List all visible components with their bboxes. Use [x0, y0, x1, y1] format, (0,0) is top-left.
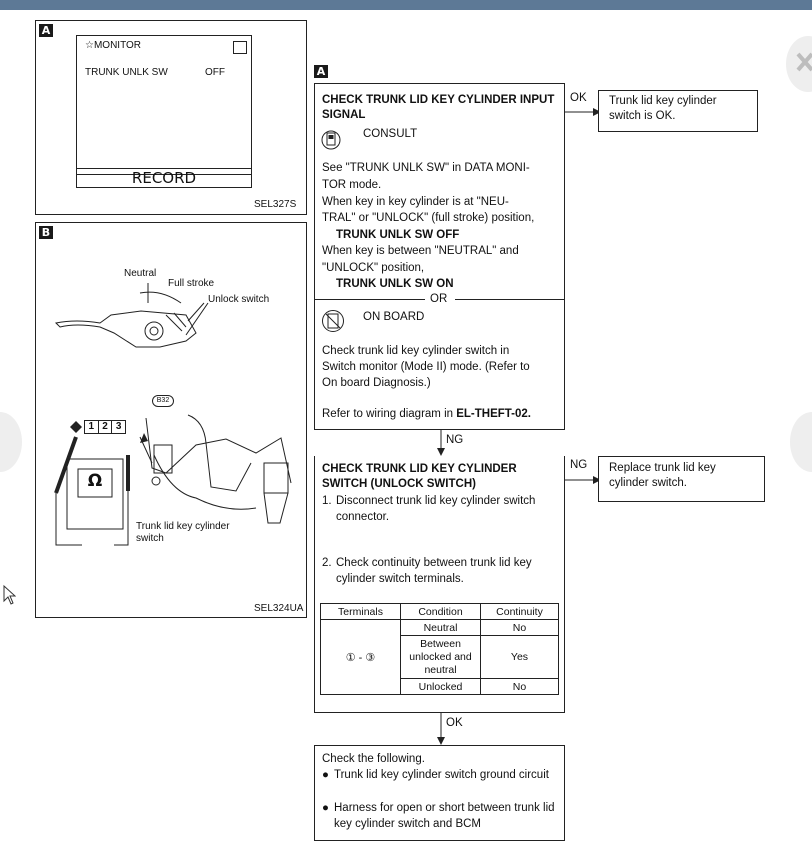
final-item-2: Harness for open or short between trunk … [334, 802, 555, 830]
step-a-tag: A [314, 65, 328, 78]
wiring-ref-line: Refer to wiring diagram in EL-THEFT-02. [322, 406, 531, 422]
or-divider-left [315, 299, 425, 300]
ohm-symbol: Ω [87, 471, 103, 491]
onboard-line-3: On board Diagnosis.) [322, 377, 431, 389]
step-a-line-6: "UNLOCK" position, [322, 262, 425, 274]
step-a-line-2: TOR mode. [322, 179, 382, 191]
step-a-title: CHECK TRUNK LID KEY CYLINDER INPUT SIGNA… [322, 94, 555, 121]
ok-result-box: Trunk lid key cylinder switch is OK. [598, 90, 758, 132]
condition-cell: Unlocked [400, 678, 481, 695]
nav-close-button[interactable] [786, 36, 812, 92]
ok-label: OK [570, 92, 587, 104]
continuity-cell: Yes [480, 635, 559, 679]
label-unlock-switch: Unlock switch [208, 294, 270, 305]
terminals-cell: ① - ③ [320, 619, 401, 695]
ng2-arrow [565, 476, 601, 484]
continuity-table: Terminals Condition Continuity ① - ③ Neu… [320, 603, 559, 695]
top-bar [0, 0, 812, 10]
panel-b-figure: B Neutral Full stroke Unlock switch [35, 222, 307, 618]
step-a-line-1: See "TRUNK UNLK SW" in DATA MONI- [322, 162, 530, 174]
table-row: Between unlocked and neutral Yes [321, 635, 559, 679]
state-off: TRUNK UNLK SW OFF [336, 229, 460, 241]
label-full-stroke: Full stroke [168, 278, 215, 289]
table-header: Continuity [480, 603, 559, 620]
ok-arrow [565, 108, 601, 116]
terminal-1: 1 [85, 421, 99, 433]
nav-next-button[interactable] [790, 412, 812, 472]
panel-a-tag: A [39, 24, 53, 37]
onboard-line-1: Check trunk lid key cylinder switch in [322, 345, 510, 357]
key-cylinder-drawing [54, 283, 292, 546]
ng-label: NG [446, 434, 464, 446]
consult-icon [321, 130, 341, 150]
terminal-box: 1 2 3 [84, 420, 126, 434]
monitor-item-value: OFF [205, 67, 225, 78]
bullet-icon: ● [322, 769, 329, 781]
terminal-3: 3 [115, 421, 122, 432]
state-on: TRUNK UNLK SW ON [336, 278, 454, 290]
connector-badge: B32 [152, 395, 174, 407]
ng2-label: NG [570, 459, 588, 471]
or-divider-right [455, 299, 565, 300]
mouse-cursor-icon [3, 584, 16, 605]
panel-a-figure-code: SEL327S [254, 199, 297, 210]
monitor-screen: ☆MONITOR TRUNK UNLK SW OFF [76, 35, 252, 175]
panel-b-tag: B [39, 226, 53, 239]
label-switch: Trunk lid key cylinder switch [136, 521, 230, 544]
monitor-item-label: TRUNK UNLK SW [85, 67, 168, 78]
step-a-line-4: TRAL" or "UNLOCK" (full stroke) position… [322, 212, 535, 224]
step-a-box: CHECK TRUNK LID KEY CYLINDER INPUT SIGNA… [314, 83, 565, 430]
ok2-arrow [437, 713, 445, 745]
wiring-ref-link[interactable]: EL-THEFT-02. [456, 408, 531, 420]
label-neutral: Neutral [124, 268, 157, 279]
final-item-1: Trunk lid key cylinder switch ground cir… [334, 769, 549, 781]
table-row: ① - ③ Neutral No [320, 619, 559, 695]
ng-arrow [437, 430, 445, 456]
step-a-line-3: When key in key cylinder is at "NEU- [322, 196, 509, 208]
close-icon [796, 52, 812, 72]
final-bullet-1: ● Trunk lid key cylinder switch ground c… [322, 767, 560, 783]
monitor-checkbox[interactable] [233, 41, 247, 54]
table-header: Terminals [320, 603, 401, 620]
final-bullet-2: ● Harness for open or short between trun… [322, 800, 560, 832]
panel-b-figure-code: SEL324UA [254, 603, 304, 614]
step-b-step1-num: 1. [322, 495, 332, 507]
ok2-label: OK [446, 717, 463, 729]
final-check-box: Check the following. ● Trunk lid key cyl… [314, 745, 565, 841]
bullet-icon: ● [322, 802, 329, 814]
table-header-row: Terminals Condition Continuity [320, 603, 559, 620]
step-b-box: CHECK TRUNK LID KEY CYLINDER SWITCH (UNL… [314, 456, 565, 713]
wiring-prefix: Refer to wiring diagram in [322, 408, 457, 420]
monitor-title: ☆MONITOR [85, 40, 142, 51]
table-header: Condition [400, 603, 481, 620]
step-b-step2: Check continuity between trunk lid key c… [336, 557, 532, 585]
nav-prev-button[interactable] [0, 412, 22, 472]
record-button[interactable]: RECORD [76, 168, 252, 188]
terminal-2: 2 [99, 421, 113, 433]
condition-cell: Neutral [400, 619, 481, 636]
final-title: Check the following. [322, 753, 425, 765]
onboard-icon [322, 310, 344, 332]
onboard-line-2: Switch monitor (Mode II) mode. (Refer to [322, 361, 530, 373]
ng-result-box: Replace trunk lid key cylinder switch. [598, 456, 765, 502]
continuity-cell: No [480, 619, 559, 636]
step-b-title: CHECK TRUNK LID KEY CYLINDER SWITCH (UNL… [322, 463, 517, 490]
step-a-line-5: When key is between "NEUTRAL" and [322, 245, 519, 257]
onboard-label: ON BOARD [363, 311, 425, 323]
table-row: Unlocked No [321, 678, 559, 695]
panel-a-figure: A ☆MONITOR TRUNK UNLK SW OFF RECORD SEL3… [35, 20, 307, 215]
consult-label: CONSULT [363, 128, 418, 140]
step-b-step1: Disconnect trunk lid key cylinder switch… [336, 495, 536, 523]
step-b-step2-num: 2. [322, 557, 332, 569]
continuity-cell: No [480, 678, 559, 695]
or-label: OR [430, 293, 448, 305]
condition-cell: Between unlocked and neutral [400, 635, 481, 679]
